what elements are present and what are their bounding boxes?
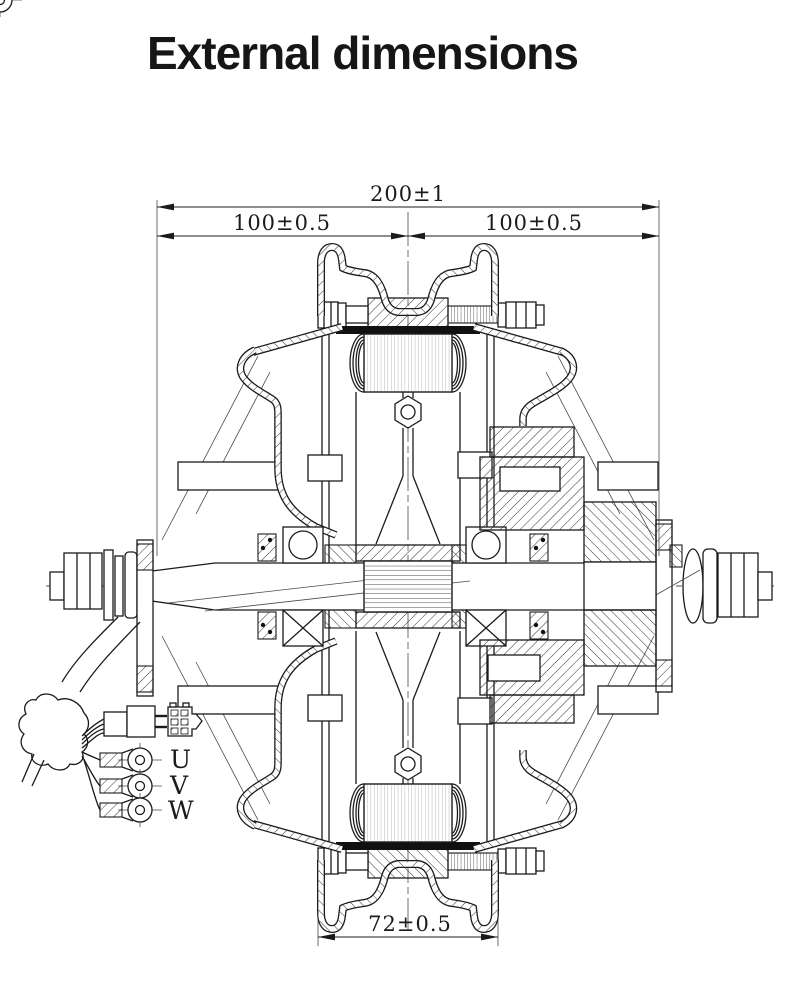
svg-text:200±1: 200±1 [370,182,446,206]
stator-coil [349,333,467,393]
cover-tab-right [472,323,565,356]
wheel-rim [317,242,495,316]
dropout-bracket-left [136,539,154,697]
wheel-top-half [161,242,659,588]
cover-tab-left [251,323,344,356]
dropout-bracket-right [655,519,683,693]
connector-plug [103,705,167,738]
stator-core [355,544,461,629]
axle-nut-left [63,552,103,610]
dimension-left-half: 100±0.5 [157,211,408,240]
bearing-left [257,526,324,647]
flange-bolt [317,301,545,329]
magnet-band [336,326,480,334]
stator-stem-link [375,392,441,545]
brake-mount-housing [479,426,657,724]
dimension-right-half: 100±0.5 [408,211,659,240]
svg-text:100±0.5: 100±0.5 [485,211,583,235]
phase-label-v: V [169,771,189,800]
axle-nut-right [717,552,759,618]
cover-rib-left [177,461,279,491]
svg-text:100±0.5: 100±0.5 [233,211,331,235]
cable-sheath [18,693,90,771]
side-cover-right [519,347,578,426]
svg-text:72±0.5: 72±0.5 [368,912,452,936]
dimension-rim-width: 72±0.5 [317,912,499,946]
side-cover-left [236,346,338,539]
dimension-overall-width: 200±1 [156,182,660,556]
ring-terminal [0,0,22,17]
motor-cable [18,616,141,811]
page-title: External dimensions [147,27,579,79]
phase-label-w: W [168,796,194,825]
phase-label-u: U [170,745,191,774]
pin-block-connector [167,702,203,737]
cover-rib-right [597,461,659,491]
